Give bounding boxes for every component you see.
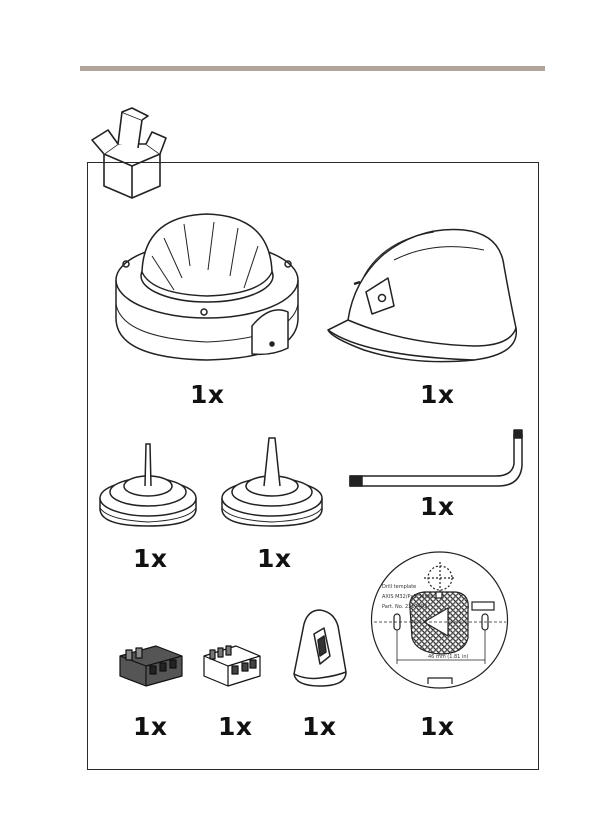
quantity-drill-template: 1x bbox=[420, 712, 455, 741]
cable-gasket-large-image bbox=[220, 432, 324, 528]
weather-shield-image bbox=[324, 220, 520, 366]
terminal-block-6pin-image bbox=[116, 642, 184, 690]
quantity-tool-bit: 1x bbox=[302, 712, 337, 741]
dome-camera-image bbox=[112, 208, 302, 368]
tool-bit-image bbox=[290, 606, 350, 690]
quantity-terminal-block-6pin: 1x bbox=[133, 712, 168, 741]
terminal-block-4pin-image bbox=[200, 640, 262, 690]
drill-template-image: Drill template AXIS M32/Px3 Series Part.… bbox=[368, 548, 512, 696]
drill-template-dimension: 46 mm (1.81 in) bbox=[428, 654, 469, 660]
drill-template-label-2: AXIS M32/Px3 Series bbox=[382, 594, 434, 600]
quantity-torx-key: 1x bbox=[420, 492, 455, 521]
quantity-cable-gasket-small: 1x bbox=[133, 544, 168, 573]
quantity-weather-shield: 1x bbox=[420, 380, 455, 409]
quantity-terminal-block-4pin: 1x bbox=[218, 712, 253, 741]
quantity-cable-gasket-large: 1x bbox=[257, 544, 292, 573]
quantity-dome-camera: 1x bbox=[190, 380, 225, 409]
drill-template-label-1: Drill template bbox=[382, 584, 416, 590]
cable-gasket-small-image bbox=[98, 440, 198, 528]
header-rule bbox=[80, 66, 545, 71]
torx-key-image bbox=[346, 428, 526, 496]
drill-template-label-3: Part. No. 2317492 bbox=[382, 604, 427, 610]
